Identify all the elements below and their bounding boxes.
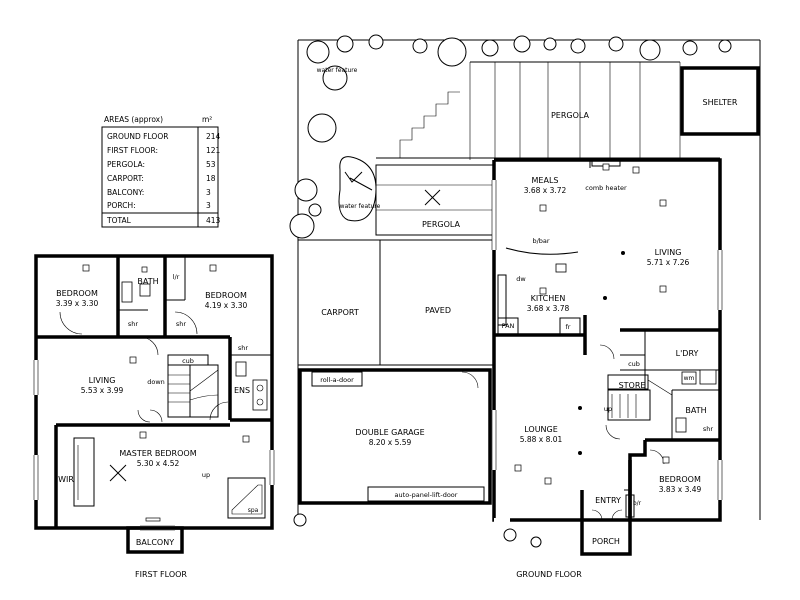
areas-row-name: FIRST FLOOR: [107,146,158,155]
ff-bedroom2-label: BEDROOM [205,291,247,300]
gf-bedroom-label: BEDROOM [659,475,701,484]
ff-spa-label: spa [248,507,259,514]
ff-lir-label: l/r [173,273,180,281]
lounge-label: LOUNGE [524,425,558,434]
ff-bath-label: BATH [137,277,158,286]
store-label: STORE [619,381,646,390]
ff-shr-left-label: shr [128,320,139,328]
gf-br-label: b/r [633,500,642,507]
site-plan: water feature water feature PERGOLA SHEL… [289,34,761,548]
ff-cub-label: cub [182,357,194,365]
ff-living-dims: 5.53 x 3.99 [81,386,124,395]
fr-label: fr [566,323,571,331]
first-floor-plan: BEDROOM 3.39 x 3.30 BATH l/r BEDROOM 4.1… [33,254,275,579]
comb-heater-label: comb heater [585,184,627,192]
ff-up-label: up [202,471,210,479]
areas-row-name: PERGOLA: [107,160,145,169]
areas-total-value: 413 [206,216,221,225]
lounge-dims: 5.88 x 8.01 [520,435,563,444]
carport-label: CARPORT [321,308,359,317]
ground-floor-plan: MEALS 3.68 x 3.72 comb heater LIVING 5.7… [298,158,723,579]
areas-row-name: PORCH: [107,201,136,210]
pergola-top-label: PERGOLA [551,111,590,120]
gf-bedroom-dims: 3.83 x 3.49 [659,485,702,494]
shelter-label: SHELTER [702,98,737,107]
ff-ens-label: ENS [234,386,250,395]
tree-icon [289,34,732,548]
entry-label: ENTRY [595,496,621,505]
wm-label: wm [684,375,695,382]
areas-total-name: TOTAL [106,216,132,225]
ens-toilet-icon [235,361,247,377]
water-feature-top-label: water feature [317,67,358,74]
areas-row-value: 3 [206,188,211,197]
areas-row-name: CARPORT: [107,174,144,183]
ff-shr-ens-label: shr [238,344,249,352]
ground-floor-caption: GROUND FLOOR [516,570,582,579]
roll-a-door-label: roll-a-door [320,376,354,384]
kitchen-label: KITCHEN [531,294,566,303]
pan-label: PAN [502,322,515,330]
vanity-icon [252,379,268,411]
areas-row-value: 53 [206,160,216,169]
water-feature-mid-label: water feature [340,203,381,210]
gf-shr-label: shr [703,425,714,433]
gf-up-label: up [604,405,612,413]
bbar-label: b/bar [532,237,549,245]
trough-icon [699,369,717,385]
paved-label: PAVED [425,306,451,315]
areas-row-value: 18 [206,174,216,183]
toilet-icon [121,281,133,303]
ff-wir-label: WIR [58,475,74,484]
ff-down-label: down [147,378,165,386]
areas-header-unit: m² [202,115,212,124]
areas-row-name: BALCONY: [107,188,144,197]
ff-balcony-label: BALCONY [136,538,174,547]
gf-cub-label: cub [628,360,640,368]
ff-master-label: MASTER BEDROOM [119,449,196,458]
ff-master-dims: 5.30 x 4.52 [137,459,180,468]
dw-label: dw [516,275,526,283]
ldry-label: L'DRY [676,349,699,358]
gf-bath-label: BATH [685,406,706,415]
ff-living-label: LIVING [89,376,116,385]
ff-bedroom1-label: BEDROOM [56,289,98,298]
areas-table: AREAS (approx) m² GROUND FLOOR 214 FIRST… [101,115,221,228]
meals-label: MEALS [532,176,559,185]
stove-icon [555,263,567,273]
ff-bedroom2-dims: 4.19 x 3.30 [205,301,248,310]
porch-label: PORCH [592,537,620,546]
ff-bedroom1-dims: 3.39 x 3.30 [56,299,99,308]
areas-row-value: 214 [206,132,221,141]
garage-label: DOUBLE GARAGE [355,428,424,437]
areas-header-label: AREAS (approx) [104,115,163,124]
areas-row-value: 3 [206,201,211,210]
basin-icon [139,283,151,297]
auto-door-label: auto-panel-lift-door [395,491,458,499]
garage-dims: 8.20 x 5.59 [369,438,412,447]
areas-row-value: 121 [206,146,221,155]
gf-living-label: LIVING [655,248,682,257]
spa-icon [231,484,263,515]
pergola-mid-label: PERGOLA [422,220,461,229]
first-floor-caption: FIRST FLOOR [135,570,187,579]
kitchen-dims: 3.68 x 3.78 [527,304,570,313]
ff-shr-mid-label: shr [176,320,187,328]
areas-row-name: GROUND FLOOR [107,132,168,141]
gf-toilet-icon [675,417,687,433]
meals-dims: 3.68 x 3.72 [524,186,567,195]
gf-living-dims: 5.71 x 7.26 [647,258,690,267]
washer-icon [681,371,697,385]
